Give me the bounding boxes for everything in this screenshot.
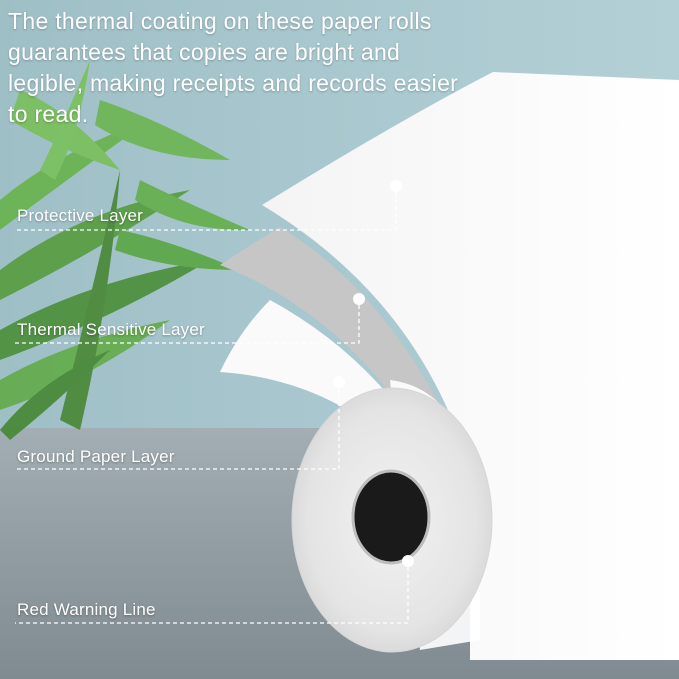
label-red-warning-line: Red Warning Line xyxy=(17,600,156,619)
headline-text: The thermal coating on these paper rolls… xyxy=(8,8,459,127)
label-ground-paper-layer: Ground Paper Layer xyxy=(17,447,175,466)
roll-core xyxy=(353,471,429,563)
callout-dot-warning xyxy=(402,555,414,567)
protective-layer-sheet xyxy=(262,72,679,660)
label-thermal-sensitive-layer: Thermal Sensitive Layer xyxy=(17,320,205,339)
label-protective-layer: Protective Layer xyxy=(17,206,144,225)
callout-dot-thermal xyxy=(353,293,365,305)
callout-lines xyxy=(15,192,409,624)
callout-dot-protective xyxy=(390,180,402,192)
callout-dot-ground xyxy=(333,376,345,388)
